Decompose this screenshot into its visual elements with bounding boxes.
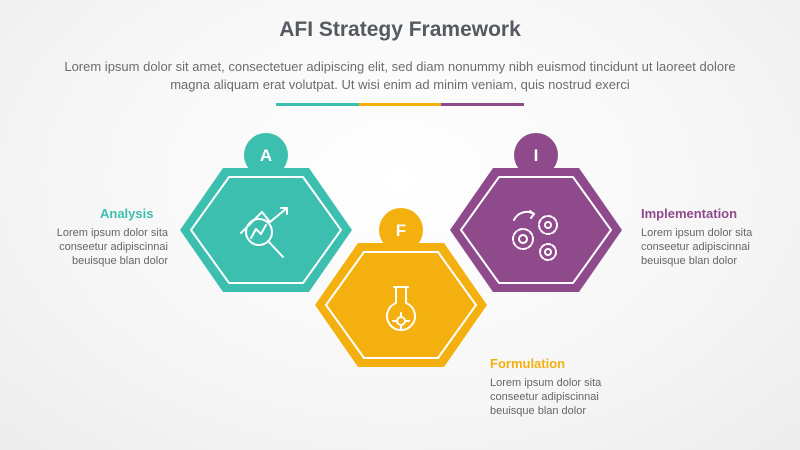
page-title: AFI Strategy Framework <box>279 18 521 41</box>
step-title-analysis: Analysis <box>100 206 154 221</box>
badge-analysis <box>244 133 288 177</box>
description-line: Lorem ipsum dolor sita <box>490 377 602 389</box>
divider-purple <box>441 103 524 106</box>
step-description-analysis: Lorem ipsum dolor sita conseetur adipisc… <box>38 226 168 268</box>
badge-letter-formulation: F <box>396 221 406 240</box>
step-title-implementation: Implementation <box>641 206 738 221</box>
badge-letter-implementation: I <box>534 146 539 165</box>
description-line: Lorem ipsum dolor sita <box>56 227 168 239</box>
description-line: beuisque blan dolor <box>490 405 587 417</box>
flask-icon <box>386 286 416 331</box>
description-line: beuisque blan dolor <box>71 255 168 267</box>
description-line: conseetur adipiscinnai <box>641 241 750 253</box>
hexagon-analysis: A <box>180 133 352 292</box>
divider-teal <box>276 103 359 106</box>
hexagon-implementation: I <box>450 133 622 292</box>
hexagon-formulation: F <box>315 208 487 367</box>
description-line: conseetur adipiscinnai <box>490 391 599 403</box>
step-description-formulation: Lorem ipsum dolor sita conseetur adipisc… <box>490 376 630 418</box>
step-title-formulation: Formulation <box>490 356 566 371</box>
divider-orange <box>359 103 441 106</box>
badge-letter-analysis: A <box>260 146 272 165</box>
description-line: Lorem ipsum dolor sita <box>641 227 753 239</box>
badge-implementation <box>514 133 558 177</box>
description-line: beuisque blan dolor <box>641 255 738 267</box>
page-subtitle: Lorem ipsum dolor sit amet, consectetuer… <box>64 59 736 92</box>
description-line: conseetur adipiscinnai <box>59 241 168 253</box>
step-description-implementation: Lorem ipsum dolor sita conseetur adipisc… <box>641 226 781 268</box>
magnifier-chart-icon <box>240 207 288 258</box>
gears-icon <box>512 210 558 261</box>
badge-formulation <box>379 208 423 252</box>
